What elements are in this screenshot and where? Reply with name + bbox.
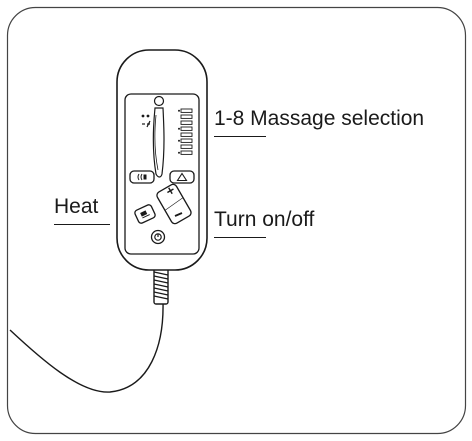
massage-level-5 <box>180 132 193 137</box>
mode-button[interactable] <box>169 170 195 184</box>
massage-level-2 <box>180 114 193 119</box>
heat-button[interactable] <box>129 170 155 184</box>
massage-level-3 <box>180 120 193 125</box>
massage-level-1 <box>180 108 193 113</box>
plus-icon <box>167 187 174 195</box>
heat-wave-icon <box>137 173 147 181</box>
massage-zone-display <box>141 95 193 178</box>
indicator-dot <box>146 114 150 118</box>
intensity-rocker-button[interactable] <box>155 183 192 225</box>
power-label: Turn on/off <box>214 208 315 231</box>
massage-level-6 <box>180 138 193 143</box>
diagram-frame <box>6 6 467 435</box>
massage-level-7 <box>180 144 193 149</box>
massage-level-bars <box>178 108 193 155</box>
power-leader <box>214 237 266 238</box>
cable <box>9 301 164 393</box>
heat-leader <box>54 224 110 225</box>
strain-relief <box>153 267 169 305</box>
speed-button[interactable] <box>134 204 156 224</box>
massage-level-4 <box>180 126 193 131</box>
indicator-dot <box>141 114 145 118</box>
massage-selection-label: 1-8 Massage selection <box>214 107 425 130</box>
massage-level-8 <box>180 150 193 155</box>
massage-selection-leader <box>214 136 266 137</box>
heat-label: Heat <box>54 195 99 218</box>
power-button[interactable] <box>150 229 166 245</box>
minus-icon <box>174 212 183 217</box>
body-head-icon <box>153 95 165 107</box>
triangle-icon <box>176 172 188 182</box>
